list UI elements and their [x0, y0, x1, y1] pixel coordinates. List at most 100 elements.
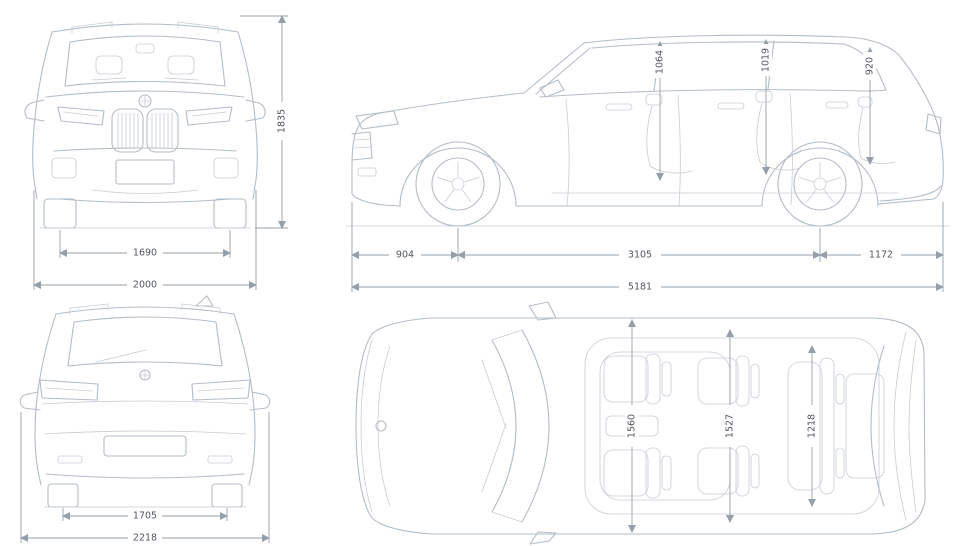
license-plate-rear — [103, 435, 187, 457]
dim-second-row-headroom: 1019 — [759, 39, 772, 175]
dim-third-row-shoulder-width: 1218 — [805, 345, 819, 507]
bumper-line — [53, 147, 237, 152]
body-outline — [355, 317, 926, 535]
brand-roundel-icon — [139, 369, 151, 381]
body-side-left — [32, 31, 53, 200]
kidney-grille — [111, 108, 179, 153]
windshield-top-arc — [521, 329, 550, 523]
dim-label-1560: 1560 — [627, 414, 638, 438]
windshield-line — [535, 47, 591, 95]
headrest-left — [95, 55, 123, 75]
rear-window — [67, 316, 223, 367]
dim-label-3105: 3105 — [628, 250, 652, 261]
wheel-arch-front — [399, 147, 517, 207]
a-pillars — [491, 329, 523, 523]
side-mirror-right — [245, 99, 266, 122]
bumper-bottom — [45, 473, 245, 479]
wheel-arch-rear — [761, 147, 879, 207]
side-mirror-top — [528, 301, 557, 321]
seat-row-1 — [645, 93, 693, 174]
door-seams — [565, 92, 793, 207]
grille-edge — [351, 131, 373, 161]
dim-label-1835: 1835 — [277, 109, 288, 133]
air-intake-right — [213, 157, 239, 179]
front-lower-bumper — [351, 193, 401, 207]
window-top-line — [591, 41, 845, 49]
hood-contours — [360, 339, 391, 513]
dim-front-overall-height: 1835 — [240, 15, 288, 229]
trunk-recess — [845, 373, 885, 479]
lower-lip — [91, 189, 199, 194]
dim-label-1064: 1064 — [655, 50, 666, 74]
rear-view-drawing: 1705 2218 — [19, 295, 271, 544]
dim-label-920: 920 — [865, 57, 876, 75]
door-handle-rear — [717, 102, 745, 110]
seat-row-2 — [755, 90, 801, 171]
headlight-left-detail — [63, 111, 99, 117]
dim-label-2000: 2000 — [133, 280, 157, 291]
body-side-right — [237, 31, 258, 200]
dim-label-5181: 5181 — [628, 282, 652, 293]
windshield — [64, 35, 226, 87]
fog-light — [357, 167, 377, 177]
dim-label-1690: 1690 — [133, 248, 157, 259]
dim-front-body-width: 2000 — [33, 190, 257, 291]
roof-line — [55, 306, 235, 315]
rear-window-arc — [870, 345, 885, 507]
side-mirror-left — [19, 391, 41, 411]
side-mirror-bottom — [529, 531, 557, 545]
tailgate-creases — [41, 400, 249, 435]
antenna-fin — [195, 295, 214, 307]
dim-label-2218: 2218 — [133, 533, 157, 544]
rearview-mirror — [135, 43, 155, 54]
side-mirror-right — [249, 391, 271, 411]
air-intake-left — [51, 157, 77, 179]
wipers — [481, 359, 507, 493]
wheel-rear — [777, 141, 863, 227]
wheel-front — [415, 141, 501, 227]
dim-label-1527: 1527 — [725, 414, 736, 438]
rear-panel-lines — [893, 331, 917, 521]
dim-front-overhang: 904 — [351, 249, 459, 261]
front-wheel-right — [213, 198, 247, 229]
hood-line — [45, 90, 245, 98]
brand-roundel-icon — [375, 420, 387, 432]
reflector-left — [57, 455, 83, 464]
taillight-left — [39, 379, 99, 401]
seat-tops — [91, 77, 199, 81]
dim-label-1218: 1218 — [807, 414, 818, 438]
body-side-right — [233, 313, 256, 486]
windshield-base-arc — [491, 339, 517, 513]
body-side-left — [34, 313, 57, 486]
side-mirror-left — [24, 99, 45, 122]
third-row-bench — [787, 357, 845, 495]
headlight — [355, 110, 399, 130]
rear-wheel-right — [211, 483, 243, 508]
dim-rear-track-width: 1705 — [62, 508, 228, 522]
panoramic-sunroof — [599, 351, 731, 501]
taillight-right-detail — [197, 387, 245, 392]
brand-roundel-icon — [138, 94, 152, 108]
headrest-right — [167, 55, 195, 75]
beltline — [539, 89, 887, 98]
dim-label-1705: 1705 — [133, 511, 157, 522]
taillight-right — [191, 379, 251, 401]
dim-label-1019: 1019 — [761, 48, 772, 72]
rear-wiper — [95, 349, 147, 363]
taillight-left-detail — [45, 387, 93, 392]
dim-rear-overhang: 1172 — [819, 249, 944, 261]
dim-second-row-shoulder-width: 1527 — [723, 329, 737, 523]
top-view-drawing: 1560 1527 1218 — [355, 301, 926, 545]
taillight — [925, 113, 942, 135]
front-wheel-left — [43, 198, 77, 229]
roof-rails — [69, 303, 221, 315]
roof-rails — [71, 21, 219, 34]
dim-third-row-headroom: 920 — [863, 47, 876, 165]
dim-label-904: 904 — [396, 250, 414, 261]
grille-slats — [353, 138, 371, 149]
rear-wheel-left — [47, 483, 79, 508]
seat-row-3 — [857, 96, 896, 165]
license-plate-front — [115, 159, 175, 185]
dim-extension-lines — [351, 202, 944, 292]
